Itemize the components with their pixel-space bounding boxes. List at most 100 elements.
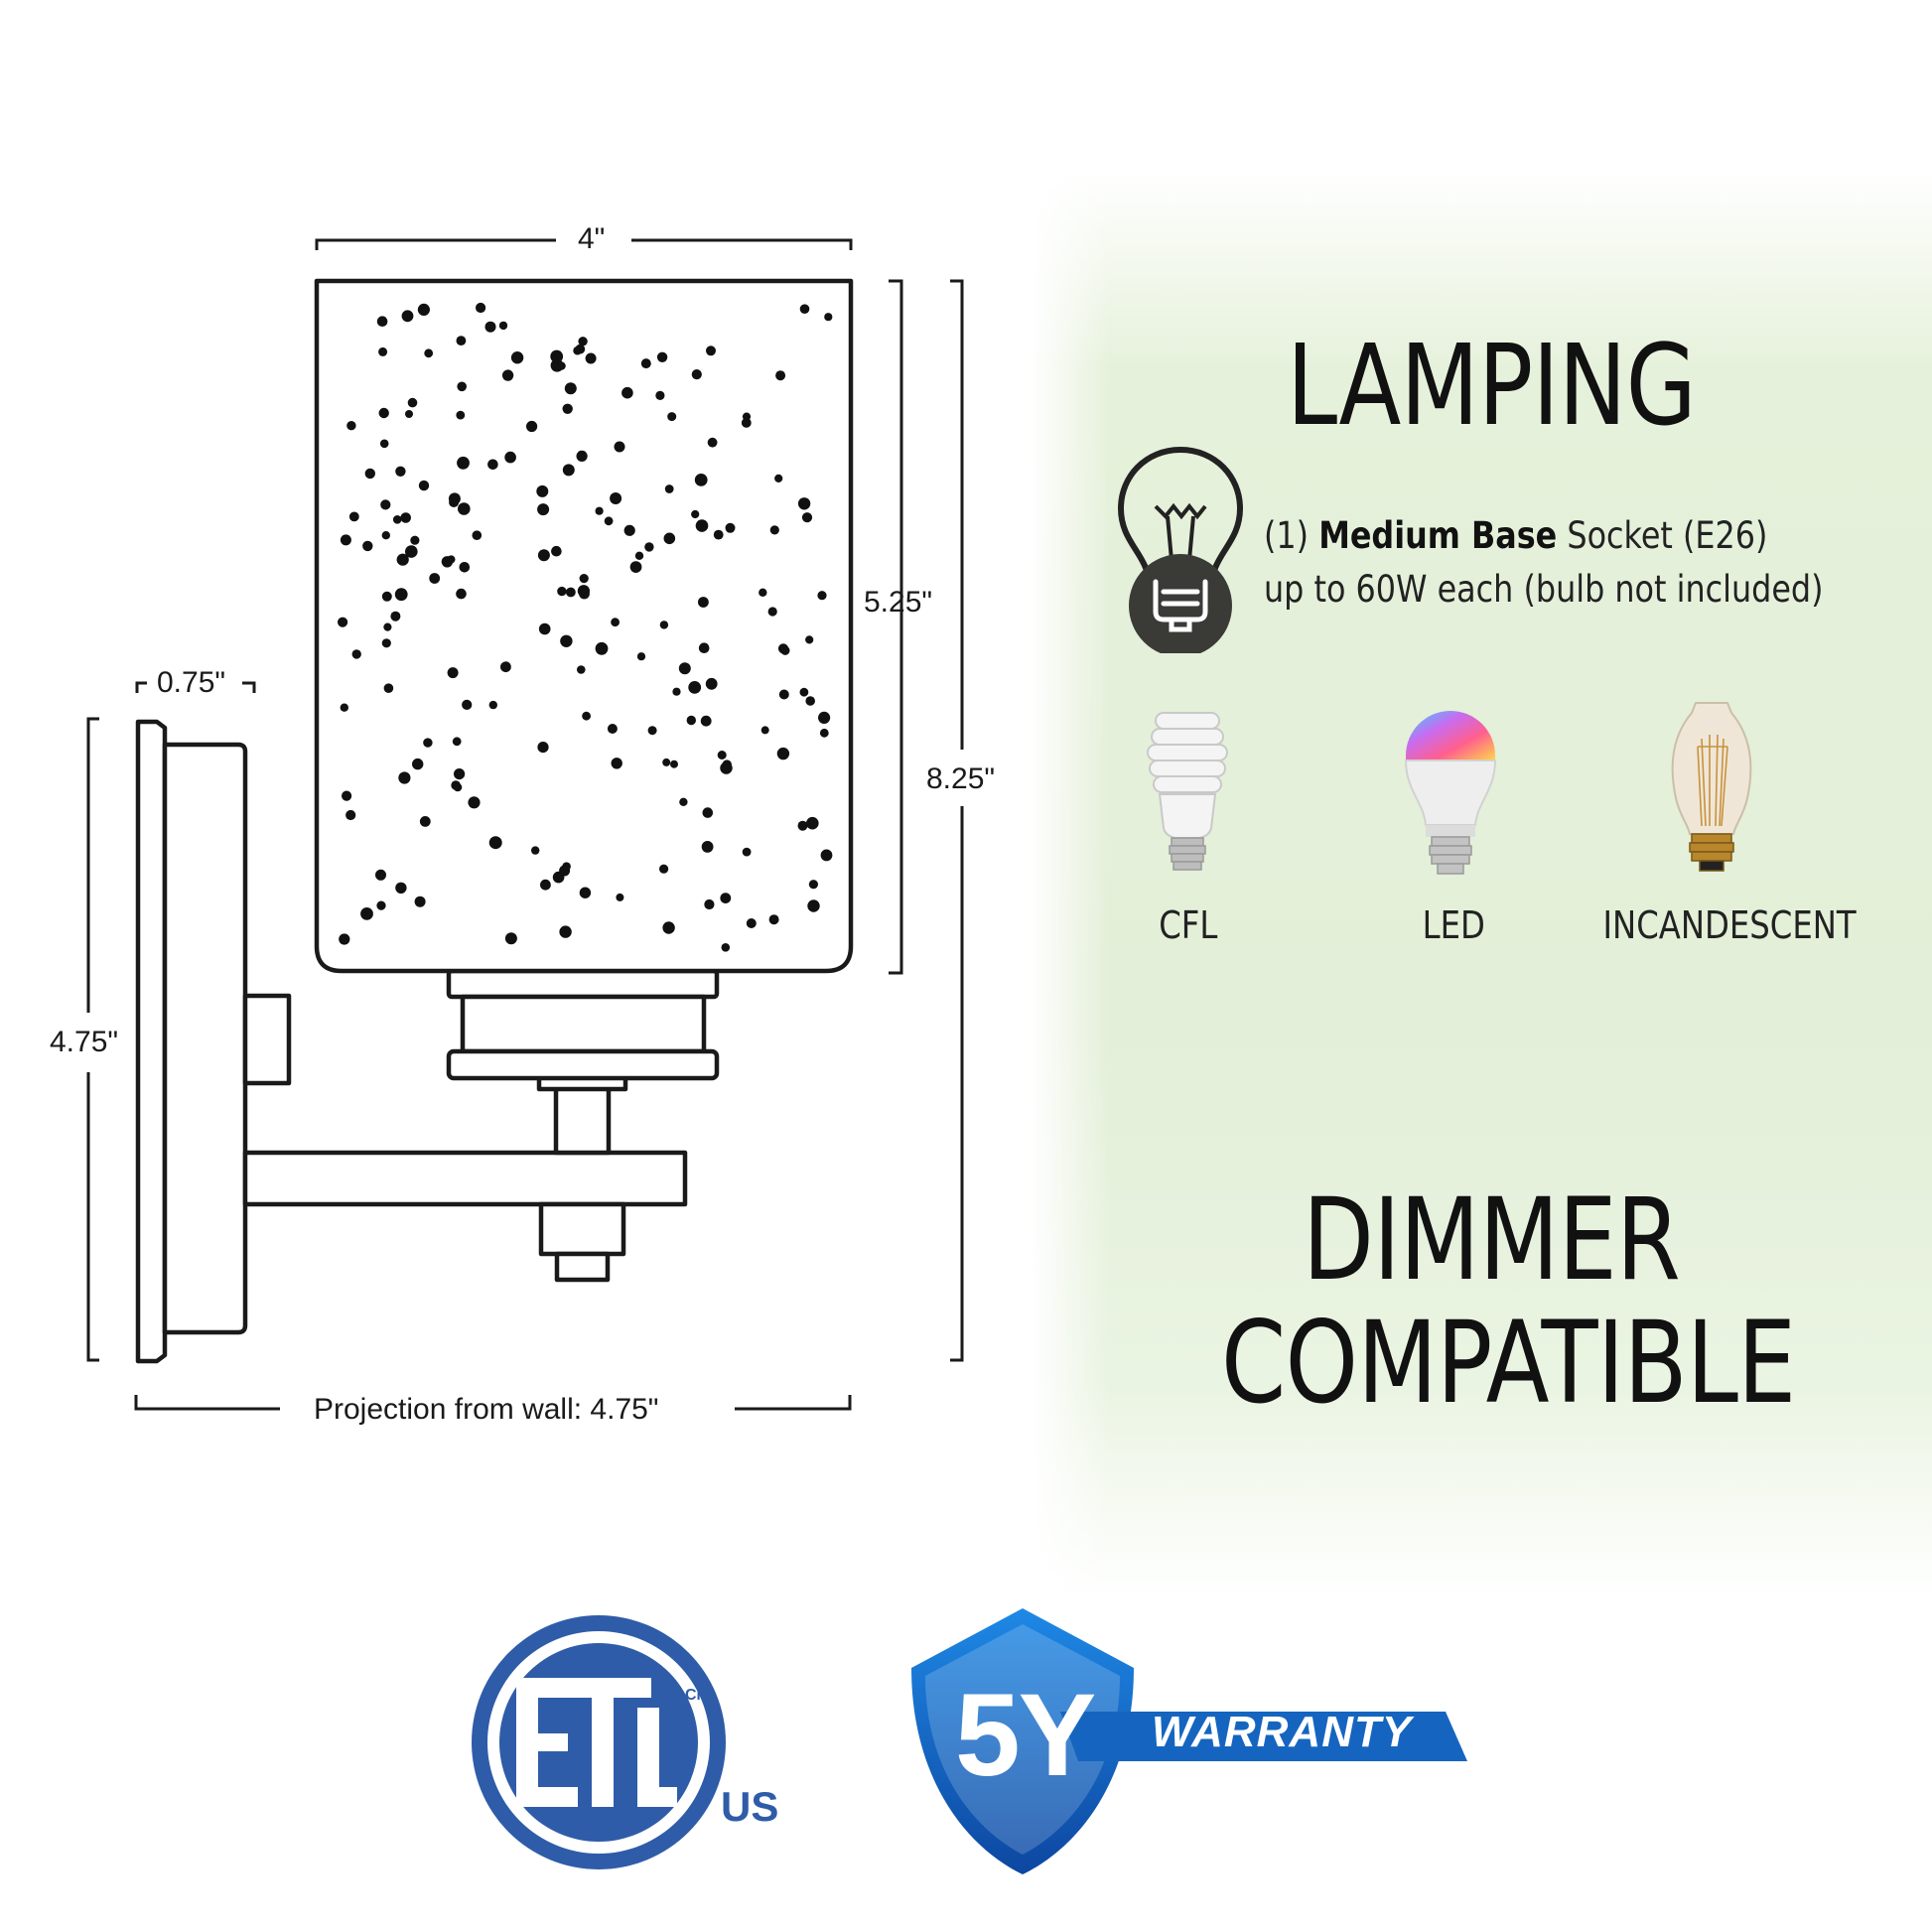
glass-seed-dot bbox=[678, 662, 691, 675]
glass-seed-dot bbox=[759, 588, 767, 597]
arm-stem-upper bbox=[553, 1082, 612, 1156]
socket-count: (1) bbox=[1264, 514, 1319, 557]
warranty-years: 5Y bbox=[955, 1670, 1096, 1801]
glass-seed-dot bbox=[392, 515, 402, 524]
glass-seed-dot bbox=[585, 352, 597, 364]
glass-seed-dot bbox=[778, 689, 789, 700]
glass-seed-dot bbox=[423, 738, 433, 748]
glass-seed-dot bbox=[776, 747, 790, 760]
glass-seed-dot bbox=[379, 439, 389, 449]
glass-seed-dot bbox=[362, 540, 373, 552]
glass-seed-dot bbox=[457, 381, 468, 392]
glass-seed-dot bbox=[424, 348, 434, 358]
glass-seed-dot bbox=[538, 622, 551, 635]
glass-seed-dot bbox=[818, 711, 831, 725]
wattage-spec-line: up to 60W each (bulb not included) bbox=[1264, 568, 1824, 611]
glass-seed-dot bbox=[504, 451, 516, 464]
glass-seed-dot bbox=[560, 634, 573, 647]
glass-seed-dot bbox=[797, 497, 811, 510]
glass-seed-dot bbox=[578, 337, 588, 346]
glass-seed-dot bbox=[824, 313, 833, 322]
etl-cm-mark: CM bbox=[685, 1687, 710, 1704]
etl-us-mark: US bbox=[721, 1783, 779, 1830]
glass-seed-dot bbox=[725, 522, 736, 533]
glass-seed-dot bbox=[644, 542, 654, 552]
glass-seed-dot bbox=[702, 807, 714, 818]
glass-seed-dot bbox=[604, 516, 614, 526]
glass-seed-dot bbox=[663, 532, 676, 545]
glass-seed-dot bbox=[395, 466, 406, 477]
glass-seed-dot bbox=[664, 484, 674, 493]
glass-seed-dot bbox=[667, 412, 677, 422]
glass-seed-dot bbox=[662, 758, 671, 766]
glass-seed-dot bbox=[378, 346, 388, 356]
glass-seed-dot bbox=[401, 310, 414, 323]
glass-seed-dot bbox=[540, 879, 551, 891]
glass-seed-dot bbox=[551, 545, 562, 557]
glass-seed-dot bbox=[338, 617, 348, 627]
glass-seed-dot bbox=[536, 484, 549, 497]
glass-seed-dot bbox=[713, 529, 724, 540]
socket-ring bbox=[446, 1048, 720, 1081]
incandescent-bulb-icon bbox=[1671, 702, 1752, 872]
glass-seed-dot bbox=[807, 899, 820, 912]
glass-seed-dot bbox=[476, 302, 486, 314]
glass-seed-dot bbox=[694, 474, 708, 486]
glass-seed-dot bbox=[407, 397, 418, 408]
glass-seed-dot bbox=[418, 480, 430, 491]
dimmer-title-line1: DIMMER bbox=[1303, 1173, 1681, 1306]
glass-seed-dot bbox=[799, 304, 810, 315]
glass-seed-dot bbox=[557, 586, 567, 597]
glass-seed-dot bbox=[550, 349, 564, 363]
glass-seed-dot bbox=[526, 420, 538, 433]
glass-seed-dot bbox=[595, 506, 604, 515]
glass-seed-dot bbox=[488, 700, 497, 710]
glass-seed-dot bbox=[655, 390, 665, 400]
glass-seed-dot bbox=[720, 893, 732, 903]
backplate-height-label: 4.75" bbox=[50, 1026, 119, 1058]
glass-seed-dot bbox=[468, 796, 481, 809]
glass-seed-dot bbox=[698, 597, 709, 608]
glass-seed-dot bbox=[396, 553, 409, 566]
glass-seed-dot bbox=[345, 809, 356, 821]
glass-seed-dot bbox=[531, 846, 540, 855]
glass-seed-dot bbox=[805, 635, 814, 644]
glass-seed-dot bbox=[394, 588, 408, 602]
glass-seed-dot bbox=[381, 638, 391, 648]
total-height-label: 8.25" bbox=[926, 762, 996, 795]
arm-finial bbox=[554, 1251, 611, 1283]
glass-seed-dot bbox=[775, 370, 786, 381]
mounting-block bbox=[242, 993, 292, 1086]
glass-seed-dot bbox=[774, 474, 783, 483]
glass-seed-dot bbox=[537, 503, 550, 516]
glass-seed-dot bbox=[566, 587, 576, 598]
glass-seed-dot bbox=[398, 771, 411, 784]
width-label: 4" bbox=[578, 222, 606, 255]
glass-seed-dot bbox=[348, 511, 359, 522]
arm-nut bbox=[538, 1201, 626, 1257]
glass-seed-dot bbox=[647, 726, 657, 736]
width-dimension-line bbox=[315, 238, 853, 250]
glass-seed-dot bbox=[380, 499, 391, 510]
glass-seed-dot bbox=[805, 696, 815, 706]
backplate-depth-label: 0.75" bbox=[157, 666, 226, 699]
socket-code: Socket (E26) bbox=[1557, 514, 1768, 557]
glass-seed-dot bbox=[400, 512, 412, 523]
glass-seed-dot bbox=[390, 611, 401, 621]
glass-seed-dot bbox=[695, 519, 709, 532]
glass-seed-dot bbox=[562, 403, 573, 414]
shade-height-label: 5.25" bbox=[864, 586, 933, 619]
glass-seed-dot bbox=[698, 642, 710, 653]
glass-seed-dot bbox=[717, 751, 727, 759]
glass-seed-dot bbox=[562, 862, 571, 871]
glass-seed-dot bbox=[746, 918, 757, 928]
glass-seed-dot bbox=[360, 907, 373, 920]
glass-seed-dot bbox=[487, 459, 498, 471]
glass-seed-dot bbox=[484, 321, 496, 333]
glass-seed-dot bbox=[500, 661, 511, 673]
glass-seed-dot bbox=[364, 468, 375, 480]
glass-seed-dot bbox=[629, 561, 642, 573]
glass-seed-dot bbox=[636, 652, 646, 661]
